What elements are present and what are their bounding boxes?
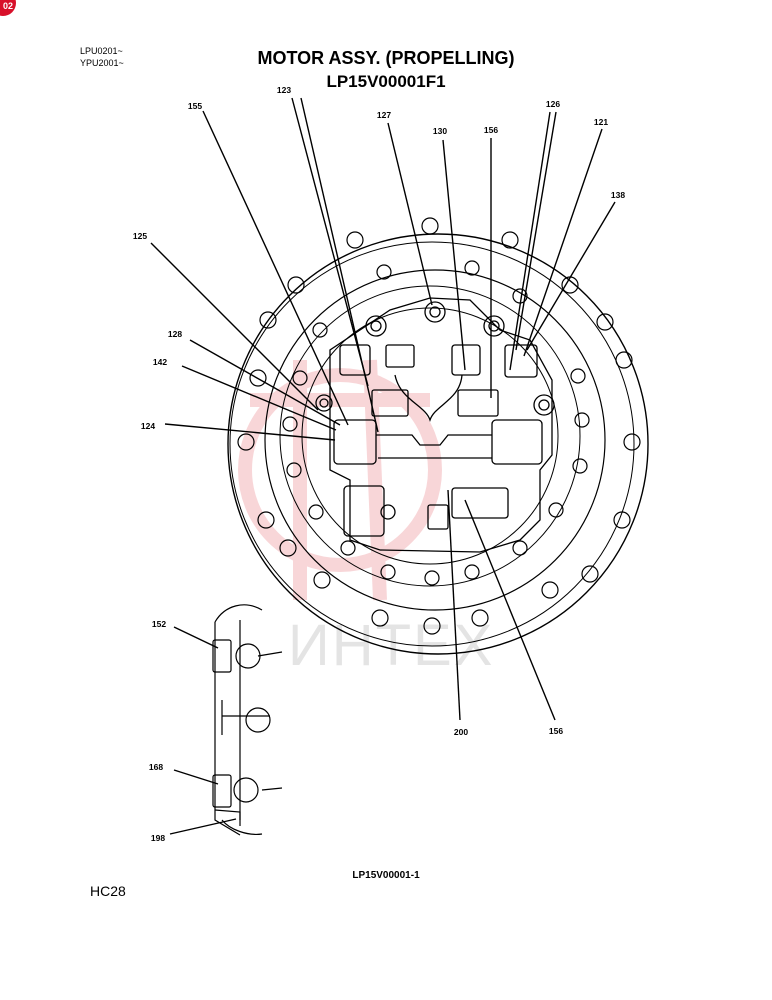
bolt-holes: [237, 217, 641, 635]
part-number-title: LP15V00001F1: [326, 72, 446, 91]
callout-200: 200: [453, 727, 469, 737]
callout-125: 125: [132, 231, 148, 241]
callout-155: 155: [187, 101, 203, 111]
page-badge-number: 02: [2, 1, 13, 11]
detail-inset: [212, 604, 283, 836]
flange: [227, 233, 649, 655]
callout-123: 123: [276, 85, 292, 95]
callout-198: 198: [150, 833, 166, 843]
callout-168: 168: [148, 762, 164, 772]
leader-lines: [150, 97, 616, 835]
callout-156-top: 156: [483, 125, 499, 135]
callout-130: 130: [432, 126, 448, 136]
callout-121: 121: [593, 117, 609, 127]
page-badge: 02: [0, 0, 16, 16]
callout-138: 138: [610, 190, 626, 200]
callout-127: 127: [376, 110, 392, 120]
figure-id: LP15V00001-1: [352, 870, 420, 881]
callout-152: 152: [151, 619, 167, 629]
callout-128: 128: [167, 329, 183, 339]
callout-156-bottom: 156: [548, 726, 564, 736]
serial-range-2: YPU2001~: [80, 58, 124, 68]
callout-124: 124: [140, 421, 156, 431]
serial-range-1: LPU0201~: [80, 46, 123, 56]
watermark-text: ИНТЕХ: [288, 613, 495, 678]
page-title: MOTOR ASSY. (PROPELLING): [257, 48, 515, 68]
page-code: HC28: [90, 883, 126, 899]
valve-block: [315, 297, 555, 553]
callout-142: 142: [152, 357, 168, 367]
callout-126: 126: [545, 99, 561, 109]
